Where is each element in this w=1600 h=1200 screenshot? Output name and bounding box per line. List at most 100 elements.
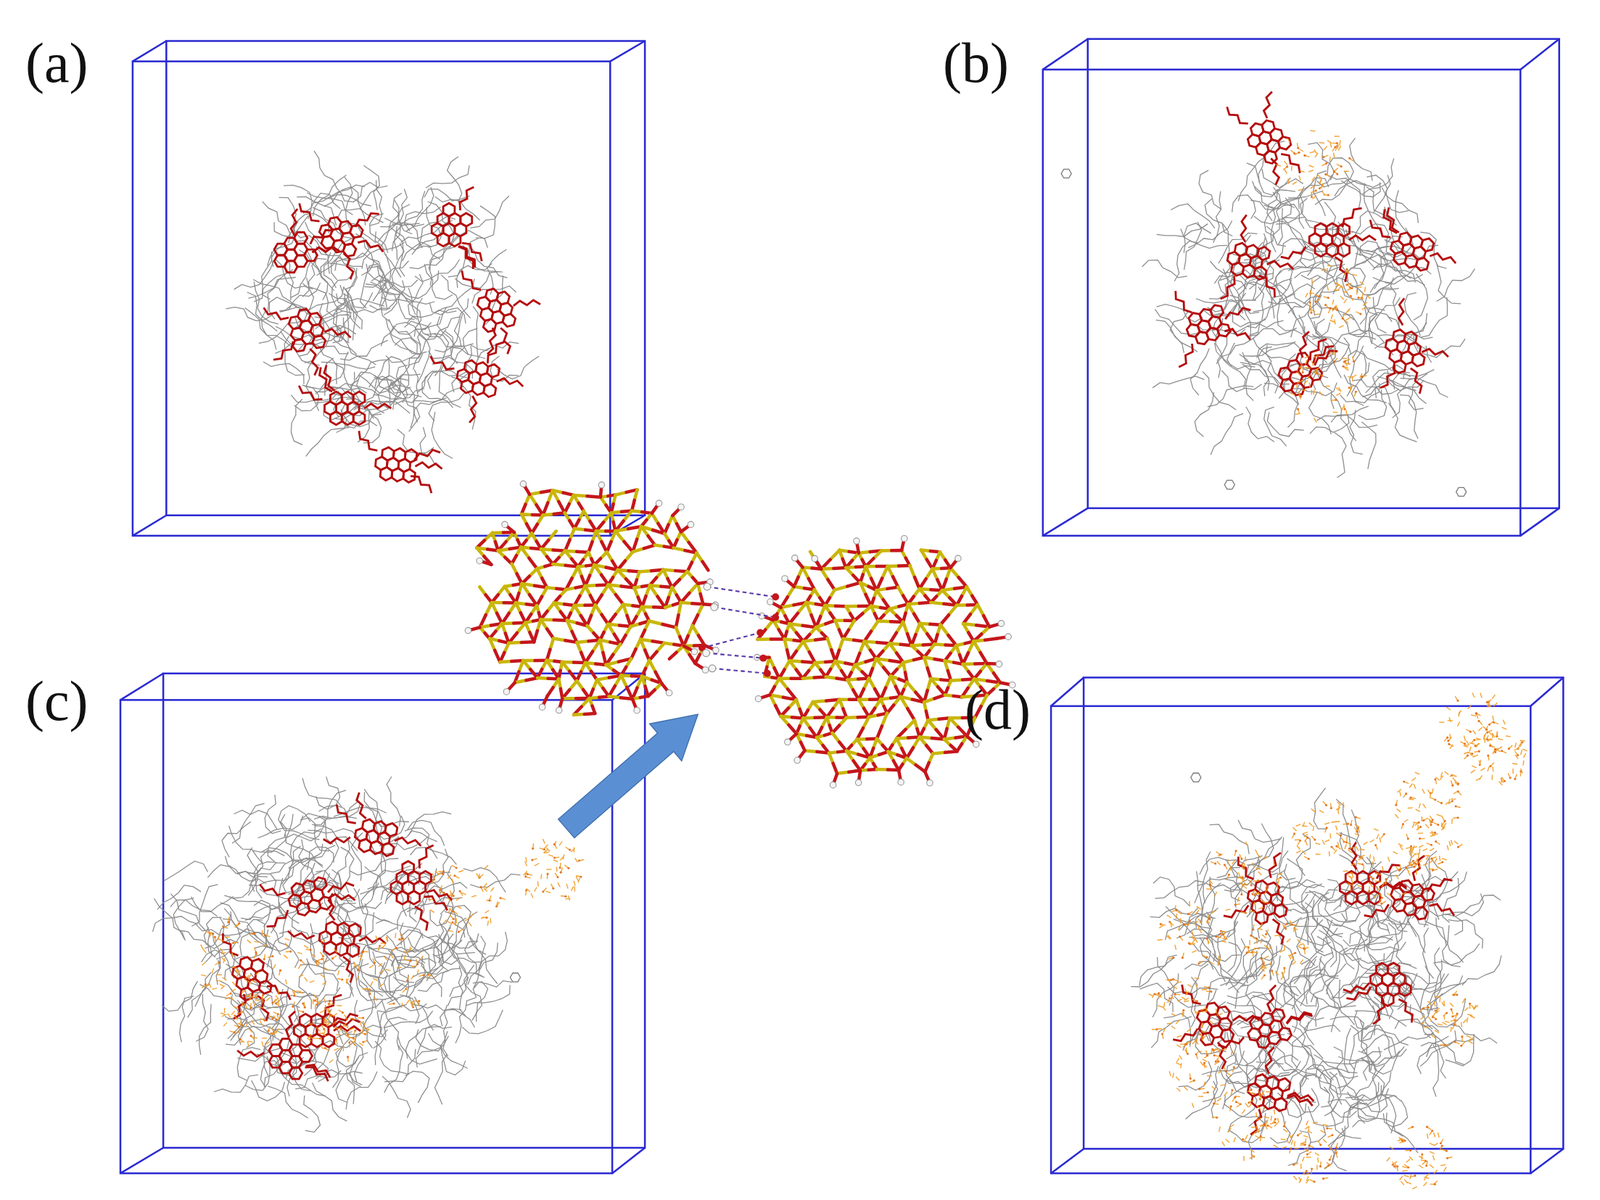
- solvent-bond: [573, 847, 574, 853]
- chain: [1216, 333, 1260, 365]
- solvent-atom: [1354, 390, 1358, 394]
- chain: [1266, 344, 1279, 394]
- chain: [1267, 411, 1304, 436]
- box-edge: [1050, 677, 1084, 706]
- chain: [415, 1031, 448, 1068]
- solvent-atom: [261, 994, 265, 997]
- chain: [401, 270, 439, 299]
- chain: [388, 279, 415, 320]
- solvent-atom: [409, 960, 412, 963]
- solvent-atom: [406, 979, 409, 983]
- chain: [274, 215, 309, 238]
- chain: [1448, 920, 1484, 950]
- solvent-atom: [455, 866, 458, 869]
- side-chain: [295, 203, 323, 223]
- aromatic-ring: [291, 338, 307, 353]
- solvent-bond: [346, 979, 348, 985]
- solvent-atom: [373, 962, 376, 965]
- solvent-bond: [372, 978, 378, 981]
- chain: [262, 201, 291, 243]
- chain: [466, 984, 511, 1006]
- solvent-bond: [1356, 287, 1362, 288]
- resin-chains: [1130, 788, 1502, 1172]
- solvent-bond: [313, 999, 314, 1005]
- solvent-bond: [227, 1013, 231, 1019]
- solvent-bond: [1343, 171, 1350, 172]
- solvent-bond: [1340, 295, 1344, 300]
- solvent-atom: [556, 876, 559, 879]
- solvent-atom: [422, 974, 426, 977]
- solvent-atom: [239, 1038, 242, 1041]
- solvent-atom: [204, 983, 207, 986]
- chain: [263, 361, 304, 385]
- chain: [1306, 367, 1334, 410]
- solvent-bond: [1320, 179, 1322, 185]
- side-chain: [409, 476, 434, 494]
- solvent-atom: [531, 847, 534, 851]
- solvent-bond: [247, 1041, 249, 1047]
- solvent-atom: [1317, 295, 1321, 298]
- solvent-bond: [1312, 278, 1313, 284]
- solvent-bond: [1313, 389, 1315, 395]
- side-chain: [461, 267, 481, 294]
- chain: [1349, 137, 1373, 181]
- solvent-atom: [459, 889, 462, 893]
- solvent-atom: [229, 992, 233, 995]
- chain: [393, 968, 439, 988]
- solvent-atom: [319, 1037, 322, 1041]
- chain: [1210, 413, 1244, 455]
- solvent-bond: [1308, 170, 1314, 172]
- solvent-atom: [271, 1017, 275, 1020]
- chain: [213, 1074, 259, 1093]
- solvent-atom: [1360, 375, 1363, 378]
- box-face: [1050, 706, 1531, 1174]
- side-chain: [227, 994, 251, 1020]
- solvent-atom: [541, 890, 544, 893]
- solvent-atom: [1314, 300, 1317, 303]
- solvent-atom: [551, 887, 555, 890]
- solvent-atom: [404, 987, 407, 991]
- chain: [467, 936, 486, 985]
- solvent-bond: [223, 1022, 228, 1027]
- chain: [394, 223, 420, 260]
- chain: [1194, 392, 1214, 437]
- solvent-atom: [1332, 308, 1335, 311]
- solvent-bond: [1342, 291, 1348, 293]
- chain: [311, 325, 356, 344]
- solvent-atom: [233, 1031, 236, 1034]
- solvent-atom: [559, 866, 562, 869]
- solvent-bond: [297, 952, 303, 954]
- side-chain: [1224, 104, 1249, 129]
- solvent-bond: [303, 945, 309, 949]
- solvent-atom: [1348, 386, 1351, 389]
- solvent-atom: [364, 1033, 367, 1036]
- solvent-atom: [345, 1018, 349, 1021]
- solvent-atom: [488, 899, 491, 902]
- solvent-atom: [309, 1034, 312, 1037]
- side-chain: [357, 430, 380, 451]
- solvent-bond: [1333, 290, 1339, 291]
- asphaltene-molecule: [1360, 203, 1466, 280]
- chain: [382, 1076, 411, 1119]
- chain: [1436, 264, 1461, 304]
- chain: [1183, 223, 1212, 254]
- simulation-box: [132, 41, 645, 536]
- solvent-bond: [266, 997, 270, 1001]
- solvent-atom: [291, 1005, 294, 1009]
- chain: [1312, 900, 1344, 935]
- chain: [1436, 917, 1464, 963]
- solvent-bond: [224, 937, 230, 938]
- aromatic-ring: [384, 822, 399, 838]
- solvent-bond: [396, 967, 402, 969]
- chain: [307, 829, 359, 839]
- solvent-atom: [254, 951, 257, 954]
- chain: [1188, 221, 1232, 249]
- solvent-atom: [324, 1047, 327, 1050]
- solvent-atom: [274, 1002, 278, 1005]
- solvent-atom: [249, 1007, 252, 1010]
- solvent-atom: [250, 1034, 253, 1038]
- solvent-bond: [1338, 145, 1341, 151]
- solvent-bond: [253, 994, 259, 996]
- solvent-bond: [254, 1000, 260, 1002]
- chain: [364, 261, 409, 288]
